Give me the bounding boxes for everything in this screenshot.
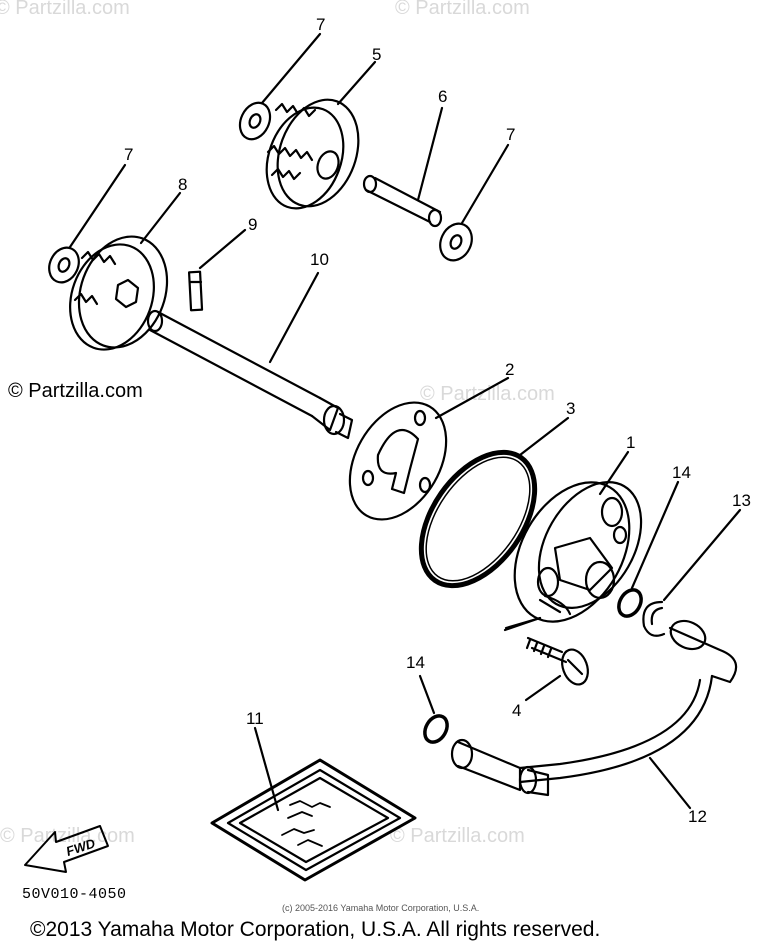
- diagram-part-code: 50V010-4050: [22, 886, 127, 903]
- guide-line: [504, 616, 542, 630]
- pump-body-part-1: [513, 481, 643, 623]
- pipe-part-12: [450, 619, 738, 797]
- callout-7: 7: [506, 125, 515, 144]
- callout-9: 9: [248, 215, 257, 234]
- gear-part-8: [69, 235, 169, 351]
- faint-watermark: © Partzilla.com: [395, 0, 530, 19]
- callout-12: 12: [688, 807, 707, 826]
- callout-6: 6: [438, 87, 447, 106]
- leader-line: [260, 32, 322, 105]
- clip-part-13: [642, 600, 666, 637]
- gear-part-5: [265, 98, 360, 210]
- copyright-small-text: (c) 2005-2016 Yamaha Motor Corporation, …: [282, 903, 480, 913]
- callout-10: 10: [310, 250, 329, 269]
- partzilla-watermark: © Partzilla.com: [8, 380, 143, 402]
- leader-line: [630, 480, 680, 590]
- o-ring-part-3: [418, 449, 538, 589]
- o-ring-part-14-upper: [617, 588, 643, 618]
- callout-11: 11: [246, 709, 264, 728]
- washer-part-7-right: [439, 222, 473, 262]
- screw-part-4: [503, 616, 589, 686]
- leader-line: [268, 271, 320, 364]
- callout-3: 3: [566, 399, 575, 418]
- washer-part-7-left: [48, 246, 80, 284]
- leader-line: [418, 674, 436, 715]
- pin-part-9: [187, 270, 204, 312]
- leader-line: [434, 376, 510, 420]
- leader-line: [518, 416, 570, 457]
- leader-line: [662, 508, 742, 602]
- shaft-part-6: [362, 174, 443, 228]
- leader-line: [139, 191, 182, 245]
- callout-1: 1: [626, 433, 635, 452]
- leader-line: [598, 450, 630, 496]
- callout-5: 5: [372, 45, 381, 64]
- callout-8: 8: [178, 175, 187, 194]
- callout-7: 7: [124, 145, 133, 164]
- faint-watermark: © Partzilla.com: [0, 0, 130, 19]
- filter-part-11: [210, 758, 417, 882]
- leader-line: [524, 674, 562, 702]
- leader-line: [648, 756, 692, 810]
- leader-line: [336, 60, 377, 106]
- washer-part-7-top: [238, 101, 272, 141]
- faint-watermark: © Partzilla.com: [420, 383, 555, 405]
- shaft-part-10: [146, 309, 354, 440]
- callout-2: 2: [505, 360, 514, 379]
- leader-line: [460, 143, 510, 225]
- callout-14: 14: [406, 653, 425, 672]
- o-ring-part-14-lower: [423, 714, 449, 744]
- leader-line: [253, 726, 280, 812]
- copyright-text: ©2013 Yamaha Motor Corporation, U.S.A. A…: [30, 918, 601, 941]
- callout-4: 4: [512, 701, 521, 720]
- fwd-arrow-icon: [24, 825, 109, 873]
- callout-7: 7: [316, 15, 325, 34]
- leader-line: [416, 106, 444, 202]
- callout-14: 14: [672, 463, 691, 482]
- callout-13: 13: [732, 491, 751, 510]
- leader-line: [198, 228, 247, 270]
- leader-line: [68, 163, 127, 249]
- faint-watermark: © Partzilla.com: [390, 825, 525, 847]
- plate-part-2: [348, 401, 448, 521]
